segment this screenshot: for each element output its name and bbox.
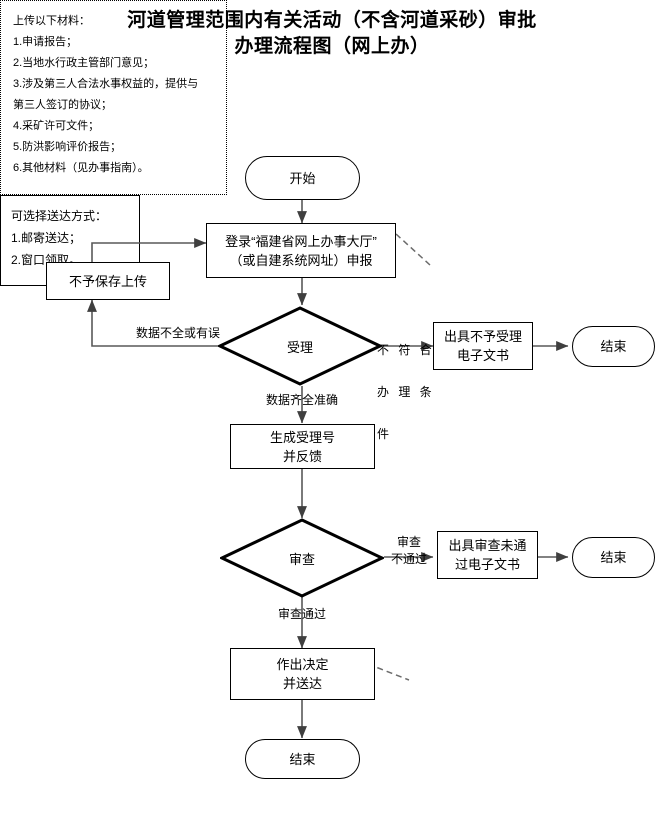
note-upload-item-5: 4.采矿许可文件； xyxy=(13,120,100,132)
node-reject-save[interactable]: 不予保存上传 xyxy=(46,262,170,300)
note-upload-item-1: 1.申请报告； xyxy=(13,36,78,48)
node-accept-decision[interactable]: 受理 xyxy=(218,306,382,386)
node-end-review-failed[interactable]: 结束 xyxy=(572,537,655,578)
node-make-decision-label: 作出决定 并送达 xyxy=(276,657,329,691)
node-review-decision-label: 审查 xyxy=(288,551,315,567)
note-delivery-heading: 可选择送达方式： xyxy=(11,209,108,223)
edge-label-review-passed: 审查通过 xyxy=(277,607,326,621)
node-end-final[interactable]: 结束 xyxy=(245,739,360,779)
edge-label-data-complete: 数据齐全准确 xyxy=(265,393,338,407)
note-upload-item-3: 3.涉及第三人合法水事权益的，提供与 xyxy=(13,78,199,90)
page-title-line-2: 办理流程图（网上办） xyxy=(234,36,430,57)
node-issue-nonacceptance-label: 出具不予受理 电子文书 xyxy=(443,329,522,363)
edge-label-nmc-line-1: 不 符 合 xyxy=(377,343,435,357)
page-title-line-1: 河道管理范围内有关活动（不含河道采砂）审批 xyxy=(127,10,537,31)
note-upload-item-4: 第三人签订的协议； xyxy=(13,99,112,111)
node-end-nonacceptance[interactable]: 结束 xyxy=(572,326,655,367)
node-end-review-failed-label: 结束 xyxy=(600,550,627,565)
node-generate-number-label: 生成受理号 并反馈 xyxy=(269,429,335,464)
node-login-label: 登录“福建省网上办事大厅” （或自建系统网址）申报 xyxy=(225,233,377,268)
note-upload-item-2: 2.当地水行政主管部门意见； xyxy=(13,57,155,69)
note-upload-item-6: 5.防洪影响评价报告； xyxy=(13,141,122,153)
note-upload-heading: 上传以下材料： xyxy=(13,15,90,27)
node-accept-decision-label: 受理 xyxy=(286,339,313,355)
node-issue-review-failed[interactable]: 出具审查未通 过电子文书 xyxy=(437,531,538,579)
edge-label-nmc-line-2: 办 理 条 xyxy=(377,385,435,399)
note-upload-item-7: 6.其他材料（见办事指南）。 xyxy=(13,162,149,174)
node-issue-nonacceptance[interactable]: 出具不予受理 电子文书 xyxy=(433,322,533,370)
node-generate-number[interactable]: 生成受理号 并反馈 xyxy=(230,424,375,469)
edge-label-data-incomplete: 数据不全或有误 xyxy=(135,326,220,340)
edge-label-not-meeting-conditions: 不 符 合 办 理 条 件 xyxy=(377,319,435,466)
node-start[interactable]: 开始 xyxy=(245,156,360,200)
leader-login-to-upload-note xyxy=(395,233,431,266)
note-delivery-item-1: 1.邮寄送达； xyxy=(11,231,82,245)
edge-label-review-failed: 审查 不通过 xyxy=(390,535,427,566)
note-upload-materials: 上传以下材料： 1.申请报告； 2.当地水行政主管部门意见； 3.涉及第三人合法… xyxy=(0,0,227,195)
page-title: 河道管理范围内有关活动（不含河道采砂）审批办理流程图（网上办） xyxy=(0,8,664,60)
node-review-decision[interactable]: 审查 xyxy=(220,518,384,598)
node-make-decision[interactable]: 作出决定 并送达 xyxy=(230,648,375,700)
node-start-label: 开始 xyxy=(289,170,316,186)
edge-label-nmc-line-3: 件 xyxy=(377,427,393,441)
node-reject-save-label: 不予保存上传 xyxy=(68,273,147,289)
node-issue-review-failed-label: 出具审查未通 过电子文书 xyxy=(448,538,527,572)
node-login[interactable]: 登录“福建省网上办事大厅” （或自建系统网址）申报 xyxy=(206,223,396,278)
node-end-nonacceptance-label: 结束 xyxy=(600,339,627,354)
node-end-final-label: 结束 xyxy=(289,751,316,767)
